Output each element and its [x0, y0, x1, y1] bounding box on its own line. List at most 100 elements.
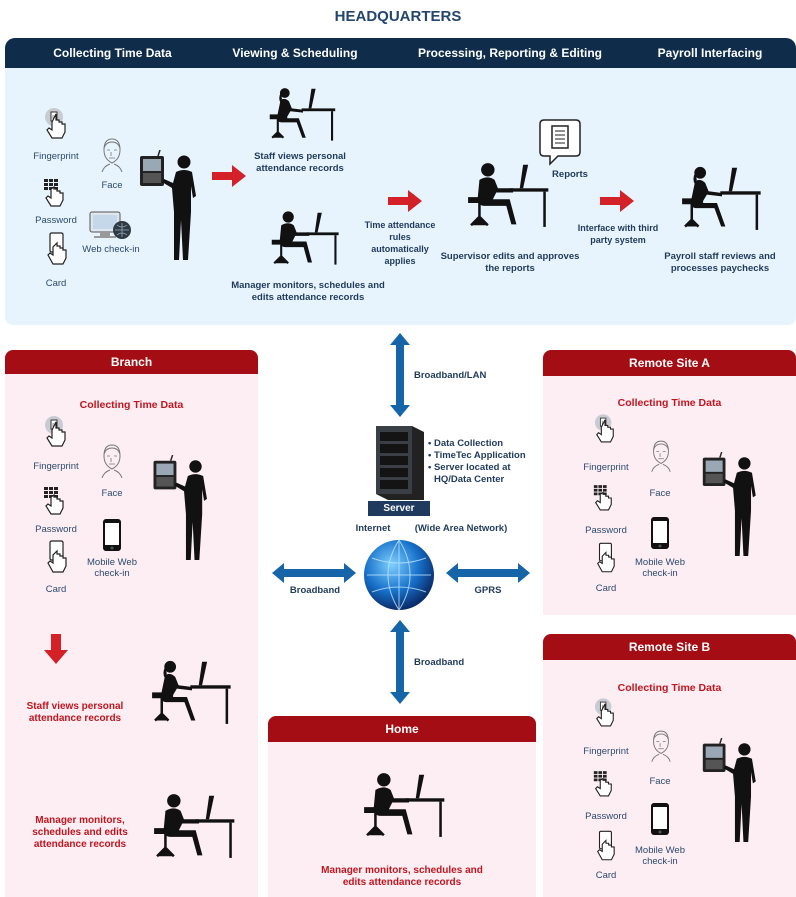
branch-password-label: Password: [35, 524, 77, 535]
gprs-label: GPRS: [474, 585, 502, 596]
broadband-bottom-label: Broadband: [414, 657, 465, 668]
branch-mobile-label: Mobile Web check-in: [87, 557, 137, 579]
fingerprint-icon: [594, 414, 616, 446]
broadband-left-label: Broadband: [289, 585, 341, 596]
server-label: Server: [368, 501, 430, 516]
remote-b-card-label: Card: [595, 870, 617, 881]
column-viewing-scheduling: Viewing & Scheduling: [232, 46, 358, 60]
hq-face-label: Face: [101, 180, 123, 191]
broadband-lan-label: Broadband/LAN: [414, 370, 487, 381]
keypad-icon: [42, 178, 66, 208]
staff-desk-icon: [150, 646, 234, 738]
face-icon: [648, 730, 674, 762]
hq-rules-text: Time attendance rules automatically appl…: [364, 220, 436, 266]
column-payroll-interfacing: Payroll Interfacing: [657, 46, 763, 60]
fingerprint-icon: [594, 698, 616, 730]
remote-b-password-label: Password: [585, 811, 627, 822]
server-icon: [376, 426, 424, 500]
wan-label: (Wide Area Network): [414, 523, 508, 534]
card-icon: [44, 540, 68, 574]
keypad-icon: [42, 486, 66, 516]
mobile-phone-icon: [650, 802, 670, 836]
manager-desk-icon: [362, 762, 446, 848]
red-arrow-right-icon: [600, 190, 634, 212]
red-arrow-down-icon: [44, 634, 68, 664]
bullet-hq-data-center: HQ/Data Center: [434, 474, 505, 485]
remote-a-face-label: Face: [649, 488, 671, 499]
hq-header-bar: [5, 38, 796, 68]
red-arrow-right-icon: [388, 190, 422, 212]
hq-supervisor-text: Supervisor edits and approves the report…: [440, 251, 580, 274]
card-icon: [44, 232, 68, 266]
payroll-desk-icon: [680, 158, 764, 238]
branch-staff-views-text: Staff views personal attendance records: [26, 701, 124, 724]
hq-manager-text: Manager monitors, schedules and edits at…: [231, 280, 385, 303]
bullet-data-collection: • Data Collection: [428, 438, 504, 449]
branch-face-label: Face: [101, 488, 123, 499]
horizontal-double-arrow-icon: [272, 563, 356, 583]
remote-b-face-label: Face: [649, 776, 671, 787]
home-header: Home: [268, 716, 536, 742]
hq-panel: [5, 68, 796, 325]
hq-fingerprint-label: Fingerprint: [33, 151, 79, 162]
keypad-icon: [592, 770, 614, 798]
web-check-in-icon: [88, 208, 132, 242]
reports-label: Reports: [552, 169, 588, 180]
remote-a-card-label: Card: [595, 583, 617, 594]
remote-b-collecting-title: Collecting Time Data: [617, 682, 722, 694]
bullet-server-located: • Server located at: [428, 462, 511, 473]
server-bullet-list: • Data Collection • TimeTec Application …: [428, 438, 538, 486]
hq-staff-views-text: Staff views personal attendance records: [254, 151, 346, 174]
globe-icon: [364, 539, 434, 611]
hq-interface-text: Interface with third party system: [577, 223, 659, 245]
keypad-icon: [592, 484, 614, 512]
mobile-phone-icon: [650, 516, 670, 550]
remote-b-mobile-label: Mobile Web check-in: [635, 845, 685, 867]
remote-a-password-label: Password: [585, 525, 627, 536]
column-processing-reporting-editing: Processing, Reporting & Editing: [417, 46, 602, 60]
manager-desk-icon: [152, 780, 236, 872]
hq-card-label: Card: [45, 278, 67, 289]
red-arrow-right-icon: [212, 165, 246, 187]
vertical-double-arrow-icon: [390, 620, 410, 704]
face-icon: [98, 138, 126, 172]
staff-desk-icon: [268, 86, 338, 142]
branch-header: Branch: [5, 350, 258, 374]
internet-label: Internet: [355, 523, 391, 534]
remote-site-b-header: Remote Site B: [543, 634, 796, 660]
branch-collecting-title: Collecting Time Data: [79, 399, 184, 411]
hq-payroll-text: Payroll staff reviews and processes payc…: [664, 251, 776, 274]
branch-card-label: Card: [45, 584, 67, 595]
time-terminal-user-icon: [700, 452, 768, 556]
remote-site-a-header: Remote Site A: [543, 350, 796, 376]
vertical-double-arrow-icon: [390, 333, 410, 417]
supervisor-desk-icon: [466, 150, 550, 240]
branch-manager-text: Manager monitors, schedules and edits at…: [32, 815, 128, 850]
headquarters-title: HEADQUARTERS: [334, 8, 462, 25]
remote-a-collecting-title: Collecting Time Data: [617, 397, 722, 409]
remote-a-fingerprint-label: Fingerprint: [583, 462, 629, 473]
time-terminal-user-icon: [150, 455, 220, 560]
branch-fingerprint-label: Fingerprint: [33, 461, 79, 472]
time-terminal-user-icon: [700, 738, 768, 842]
horizontal-double-arrow-icon: [446, 563, 530, 583]
branch-panel: [5, 374, 258, 897]
face-icon: [648, 440, 674, 472]
hq-password-label: Password: [35, 215, 77, 226]
hq-web-label: Web check-in: [82, 244, 140, 255]
face-icon: [98, 444, 126, 478]
fingerprint-icon: [44, 108, 68, 142]
home-manager-text: Manager monitors, schedules and edits at…: [321, 865, 483, 888]
mobile-phone-icon: [102, 518, 122, 552]
remote-a-mobile-label: Mobile Web check-in: [635, 557, 685, 579]
fingerprint-icon: [44, 416, 68, 450]
time-terminal-user-icon: [138, 150, 208, 260]
manager-desk-icon: [270, 200, 340, 276]
home-panel: [268, 742, 536, 897]
column-collecting-time-data: Collecting Time Data: [53, 46, 172, 60]
bullet-timetec-application: • TimeTec Application: [428, 450, 526, 461]
remote-b-fingerprint-label: Fingerprint: [583, 746, 629, 757]
card-icon: [594, 830, 616, 862]
card-icon: [594, 542, 616, 574]
reports-document-icon: [539, 119, 581, 166]
